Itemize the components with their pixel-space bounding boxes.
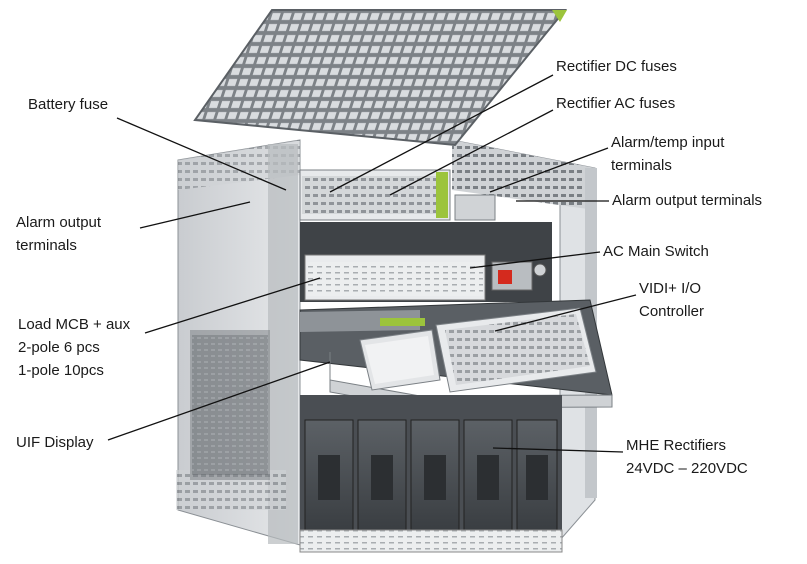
- label-line: terminals: [611, 157, 672, 174]
- label-line: Rectifier AC fuses: [556, 95, 676, 112]
- leader-line: [389, 109, 554, 196]
- label-line: Alarm/temp input: [611, 134, 725, 151]
- label-line: Rectifier DC fuses: [556, 58, 677, 75]
- label-alarm-temp-input: Alarm/temp input terminals: [611, 131, 724, 177]
- label-line: Controller: [639, 303, 705, 320]
- label-vidi-controller: VIDI+ I/O Controller: [639, 277, 704, 323]
- label-line: Alarm output: [16, 214, 102, 231]
- label-line: UIF Display: [16, 434, 94, 451]
- leader-line: [329, 74, 554, 193]
- label-line: Battery fuse: [28, 96, 109, 113]
- label-ac-main-switch: AC Main Switch: [603, 240, 709, 263]
- label-alarm-output-left: Alarm output terminals: [16, 211, 101, 257]
- label-line: Alarm output terminals: [612, 192, 763, 209]
- fuse-module: [299, 169, 496, 221]
- leader-line: [144, 277, 321, 334]
- leader-line: [107, 361, 331, 441]
- label-load-mcb: Load MCB + aux 2-pole 6 pcs 1-pole 10pcs: [18, 313, 130, 382]
- label-line: terminals: [16, 237, 77, 254]
- mcb-rail: [300, 222, 552, 302]
- label-line: Load MCB + aux: [18, 316, 131, 333]
- label-line: MHE Rectifiers: [626, 437, 727, 454]
- label-line: 24VDC – 220VDC: [626, 460, 748, 477]
- rectifier-bay: [299, 395, 563, 553]
- label-line: 1-pole 10pcs: [18, 362, 104, 379]
- label-line: 2-pole 6 pcs: [18, 339, 100, 356]
- leader-line: [139, 201, 251, 229]
- leader-line: [492, 447, 624, 453]
- controller-shelf: [299, 299, 613, 409]
- label-rectifier-dc-fuses: Rectifier DC fuses: [556, 55, 677, 78]
- label-battery-fuse: Battery fuse: [28, 93, 108, 116]
- label-line: VIDI+ I/O: [639, 280, 702, 297]
- leader-line: [489, 147, 609, 193]
- leader-line: [494, 294, 637, 332]
- label-rectifier-ac-fuses: Rectifier AC fuses: [556, 92, 675, 115]
- leader-line: [116, 117, 287, 191]
- label-line: AC Main Switch: [603, 243, 709, 260]
- leader-line: [469, 251, 601, 269]
- inner-dark-panel: [190, 330, 270, 480]
- label-alarm-output-right: Alarm output terminals: [612, 189, 762, 212]
- label-mhe-rectifiers: MHE Rectifiers 24VDC – 220VDC: [626, 434, 748, 480]
- leader-lines: [107, 74, 637, 453]
- label-uif-display: UIF Display: [16, 431, 94, 454]
- top-lid-grille: [193, 9, 568, 147]
